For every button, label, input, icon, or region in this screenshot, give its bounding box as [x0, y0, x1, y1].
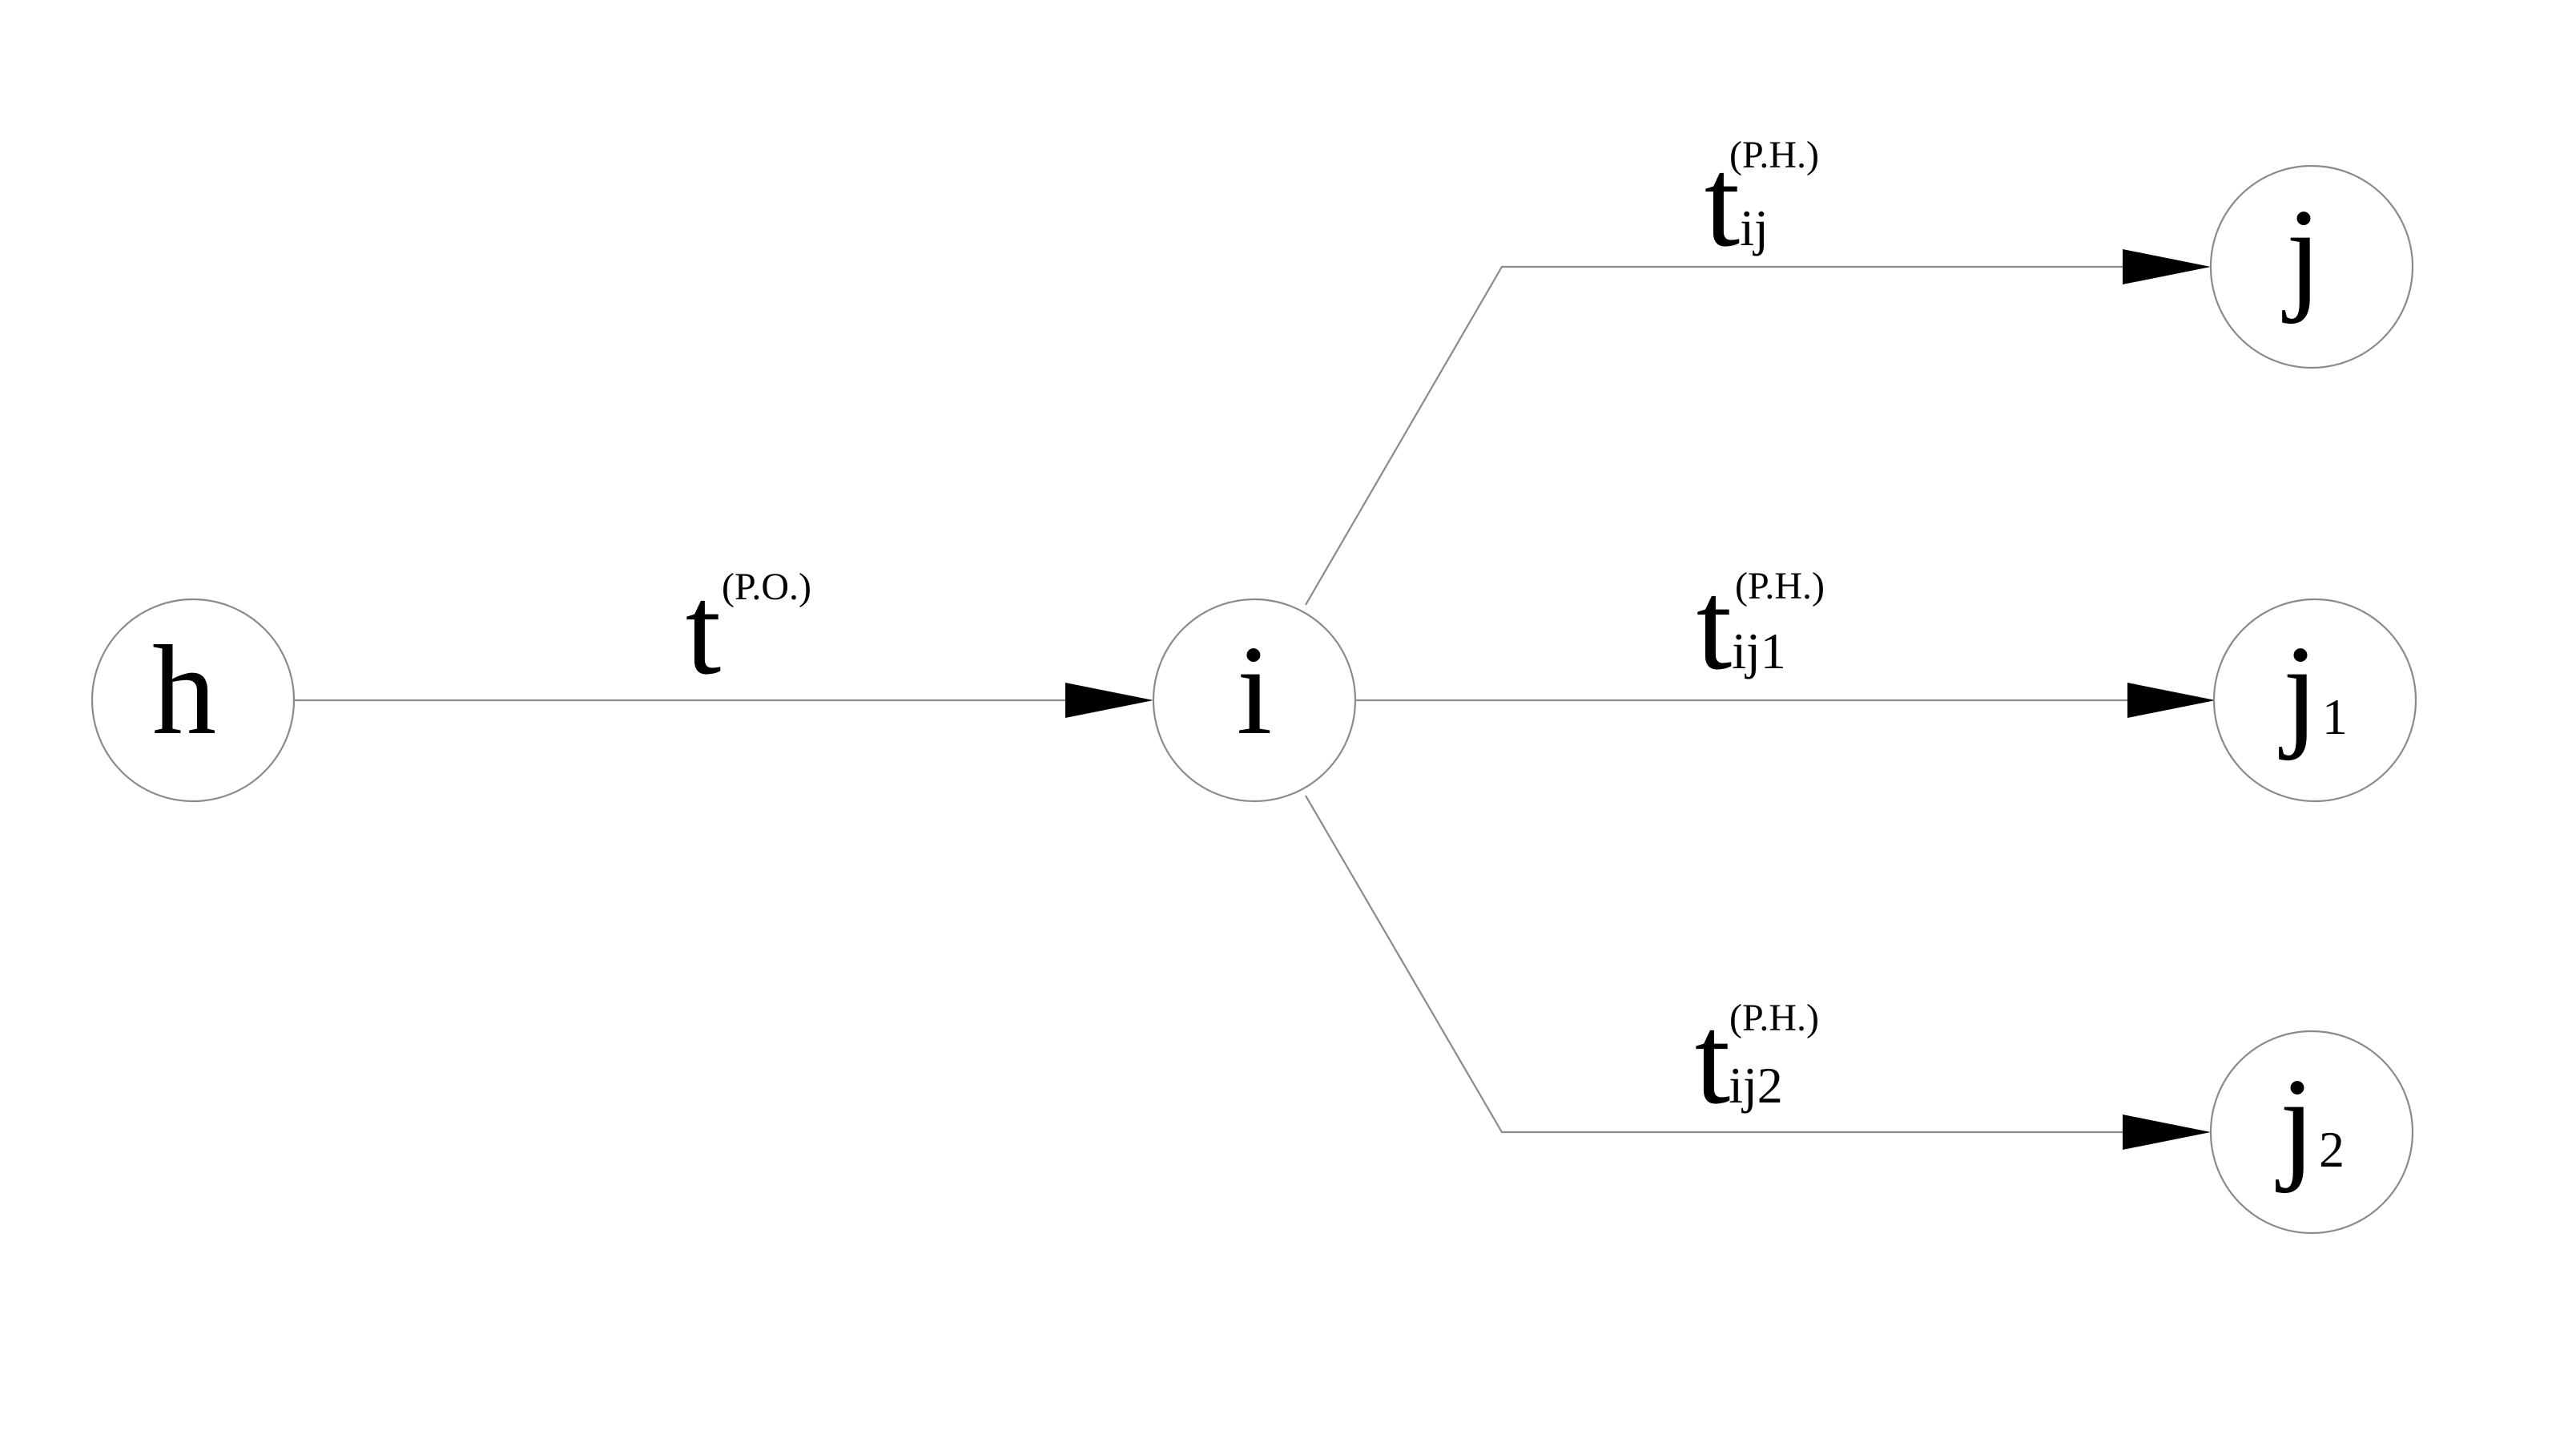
edge-label-i-j2-main: t — [1695, 988, 1730, 1131]
node-j1-subscript: 1 — [2322, 688, 2348, 745]
node-j-label: j — [2282, 182, 2321, 324]
edge-label-i-j-sup: (P.H.) — [1729, 134, 1819, 176]
edge-label-h-i-main: t — [686, 558, 721, 701]
arrowhead-i-j — [2123, 249, 2211, 284]
node-i-circle — [1152, 598, 1357, 803]
arrowhead-i-j2 — [2123, 1115, 2211, 1150]
node-j-circle — [2209, 164, 2414, 369]
edge-label-i-j1: t (P.H.) ij1 — [1697, 554, 1825, 696]
edge-label-h-i: t (P.O.) — [686, 558, 811, 701]
edge-label-i-j1-sub: ij1 — [1732, 623, 1786, 679]
edge-label-i-j2-sup: (P.H.) — [1729, 997, 1819, 1039]
edge-i-j2 — [1305, 795, 2123, 1134]
node-j2-circle — [2209, 1030, 2414, 1235]
node-j1-label: j — [2279, 619, 2318, 761]
node-i-label: i — [1237, 619, 1272, 761]
node-h-label: h — [152, 619, 216, 761]
edge-label-i-j: t (P.H.) ij — [1705, 131, 1819, 273]
arrowhead-h-i — [1065, 683, 1153, 718]
edge-label-i-j-sub: ij — [1740, 200, 1769, 256]
edge-label-i-j1-main: t — [1697, 554, 1732, 696]
edge-label-i-j1-sup: (P.H.) — [1735, 565, 1825, 607]
node-j: j — [2209, 164, 2414, 369]
node-j1: j 1 — [2212, 598, 2417, 803]
node-j2-label: j — [2276, 1051, 2315, 1194]
arrowhead-i-j1 — [2127, 683, 2216, 718]
node-i: i — [1152, 598, 1357, 803]
edge-label-i-j-main: t — [1705, 131, 1740, 273]
node-j2-subscript: 2 — [2319, 1121, 2345, 1178]
node-h-circle — [91, 598, 296, 803]
node-j1-circle — [2212, 598, 2417, 803]
node-j2: j 2 — [2209, 1030, 2414, 1235]
edge-label-h-i-sup: (P.O.) — [722, 566, 811, 608]
edge-label-i-j2-sub: ij2 — [1729, 1057, 1783, 1114]
node-h: h — [91, 598, 296, 803]
edge-label-i-j2: t (P.H.) ij2 — [1695, 988, 1819, 1131]
edge-i-j — [1305, 265, 2123, 606]
